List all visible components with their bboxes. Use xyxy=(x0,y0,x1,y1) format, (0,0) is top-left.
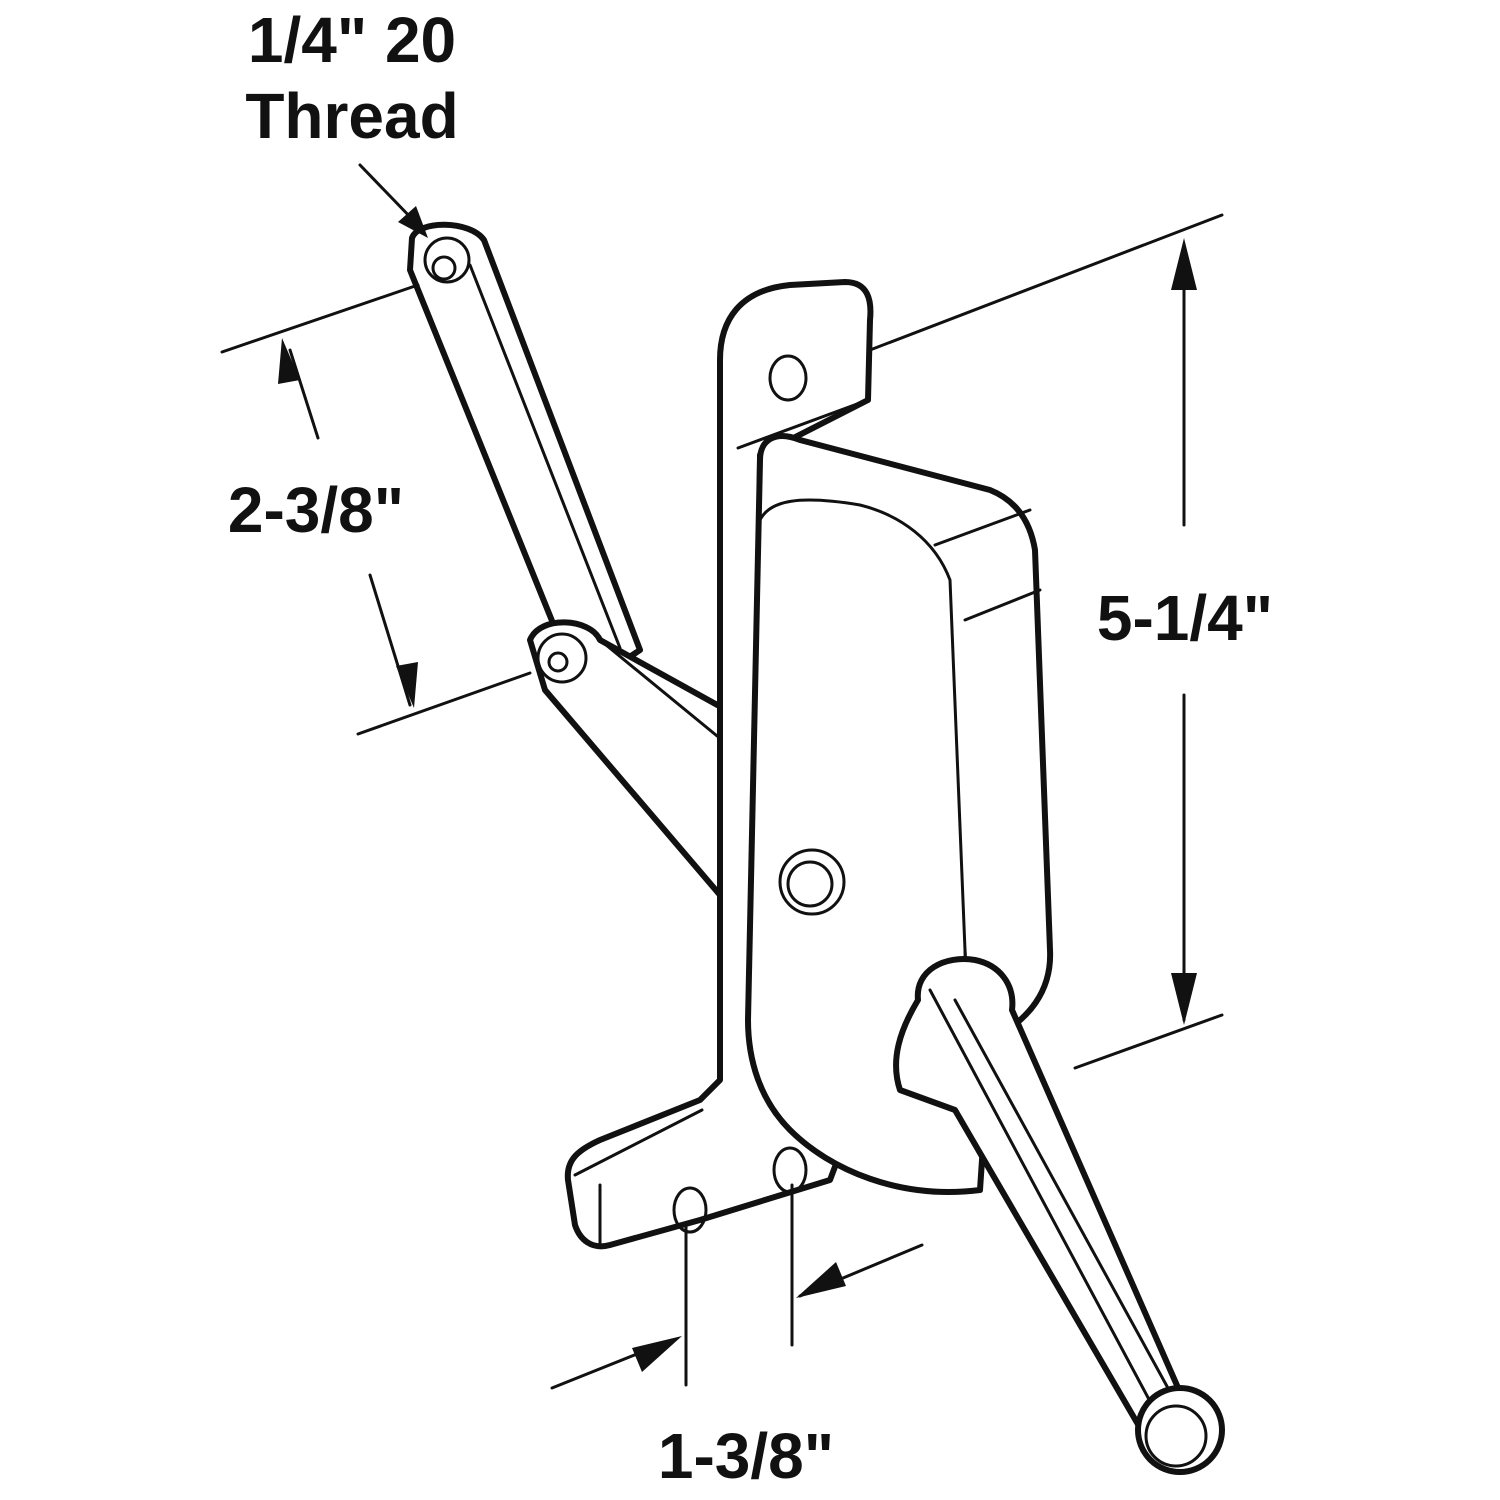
crank-handle xyxy=(893,956,1225,1475)
top-mount-hole-icon xyxy=(768,354,808,402)
housing-screw-icon xyxy=(786,860,834,908)
crank-knob-cap-icon xyxy=(1144,1404,1208,1468)
arm-length-label: 2-3/8" xyxy=(228,474,404,546)
crank-knob-icon xyxy=(1135,1385,1225,1475)
operator-long-arm xyxy=(407,221,643,693)
thread-hole-outer-icon xyxy=(423,236,471,284)
bottom-mount-hole-right-icon xyxy=(772,1146,808,1194)
hole-spacing-label: 1-3/8" xyxy=(658,1420,834,1492)
thread-label-line2: Thread xyxy=(245,80,458,152)
overall-height-dimension xyxy=(868,213,1224,1070)
bottom-mount-hole-left-icon xyxy=(672,1186,708,1234)
arm-length-dimension xyxy=(220,283,532,736)
hole-spacing-dimension xyxy=(550,1183,924,1390)
housing-screw-outer-icon xyxy=(778,848,846,916)
pivot-outer-icon xyxy=(536,632,588,684)
thread-callout xyxy=(358,163,428,238)
thread-label-line1: 1/4" 20 xyxy=(248,4,456,76)
operator-short-arm xyxy=(527,619,733,898)
thread-hole-icon xyxy=(431,255,457,281)
overall-height-label: 5-1/4" xyxy=(1097,582,1273,654)
pivot-hole-icon xyxy=(547,651,569,673)
